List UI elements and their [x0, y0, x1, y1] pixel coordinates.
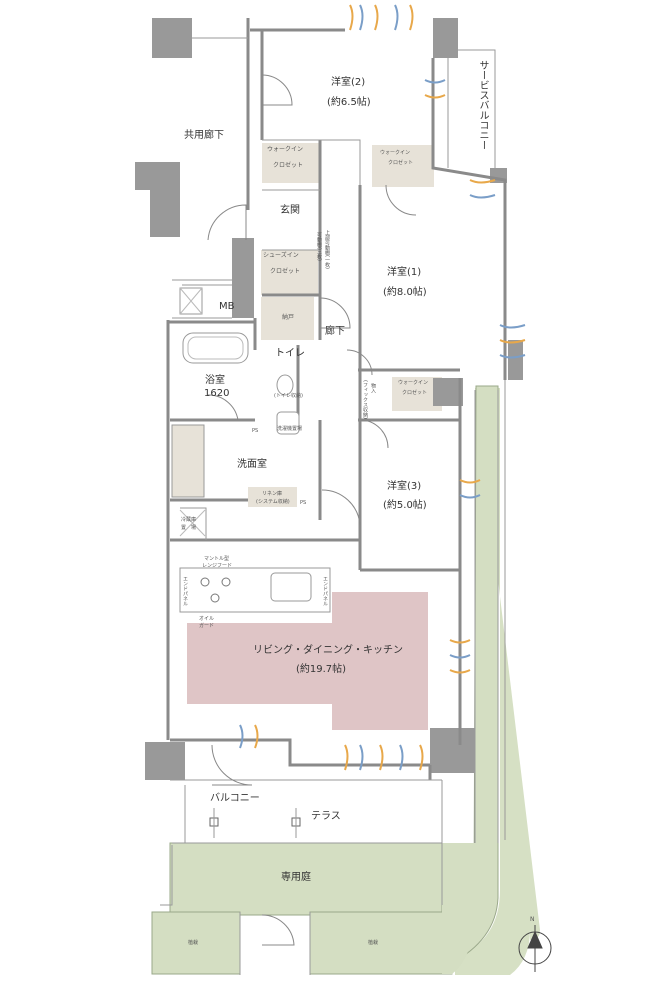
ps-label-2: PS [300, 500, 307, 506]
fridge-mark [179, 509, 206, 537]
sink [276, 411, 300, 435]
storage-fill [261, 297, 314, 340]
walkin-closet-3-line2: クロゼット [402, 390, 428, 396]
window-airflow-marks [239, 4, 526, 771]
oil-guard-line1: オイル [199, 616, 215, 622]
washroom-name: 洗面室 [237, 459, 267, 470]
mb-shaft [179, 287, 203, 315]
stove-burners [200, 577, 231, 603]
linen-line2: (システム収納) [256, 499, 290, 505]
linen-line1: リネン庫 [262, 491, 283, 497]
kitchen-sink [270, 572, 312, 602]
closet-storage-label: 物入 [370, 383, 376, 393]
upper-shelf2-label: 可動棚(三枚) [316, 232, 322, 261]
toilet-bowl [276, 374, 294, 396]
ps-label-1: PS [252, 428, 259, 434]
bathtub [182, 332, 249, 364]
hood-line2: レンジフード [202, 563, 233, 569]
vanity-counter [171, 424, 205, 498]
walkin-closet-1-line2: クロゼット [388, 160, 414, 166]
linen-fill [248, 487, 297, 507]
door-swings [207, 74, 417, 946]
ldk-size: (約19.7帖) [296, 664, 347, 675]
structural-columns [135, 18, 523, 780]
storage-name: 納戸 [282, 314, 295, 321]
walkin-closet-2-line1: ウォークイン [267, 146, 304, 153]
planting-left-label: 植栽 [188, 940, 199, 946]
garden-bottom-curve [442, 843, 476, 974]
thin-lines [160, 37, 506, 975]
entrance-name: 玄関 [280, 205, 300, 216]
fridge-line1: 冷蔵庫 [181, 517, 197, 523]
mb-label: MB [219, 301, 235, 312]
toilet-storage-label: (トイレ収納) [274, 393, 303, 399]
bedroom3-size: (約5.0帖) [383, 500, 427, 511]
private-garden-name: 専用庭 [281, 872, 311, 883]
bath-name: 浴室 [205, 375, 225, 386]
washer-label: 洗濯機置場 [277, 426, 303, 432]
fridge-line2: 置 場 [181, 525, 197, 531]
upper-shelf-label: 上部可動棚(一枚) [324, 230, 330, 269]
compass-symbol [518, 925, 552, 972]
bedroom1-size: (約8.0帖) [383, 287, 427, 298]
planting-right-box [309, 911, 453, 975]
hallway-name: 廊下 [325, 326, 345, 337]
balcony-name: バルコニー [210, 793, 260, 804]
common-corridor-name: 共用廊下 [184, 130, 224, 141]
bedroom2-name: 洋室(2) [331, 77, 366, 88]
shoes-closet-line2: クロゼット [270, 268, 301, 275]
closet-storage-sub: (フィックス収納) [362, 380, 368, 419]
walkin-closet-3-line1: ウォークイン [398, 380, 429, 386]
walkin-closet-1-line1: ウォークイン [380, 150, 411, 156]
bath-size: 1620 [204, 388, 230, 399]
bedroom2-size: (約6.5帖) [327, 97, 371, 108]
planting-right-label: 植栽 [368, 940, 379, 946]
ldk-floor-left [187, 623, 332, 704]
toilet-name: トイレ [275, 348, 305, 359]
garden-strip-right [455, 388, 540, 975]
end-panel-left: エンドパネル [182, 576, 188, 606]
shoes-closet-line1: シューズイン [263, 252, 299, 259]
walkin-closet-2-fill [262, 143, 320, 183]
planting-left-box [151, 911, 241, 975]
garden-main [169, 842, 443, 916]
ldk-name: リビング・ダイニング・キッチン [253, 645, 403, 656]
bedroom1-name: 洋室(1) [387, 267, 422, 278]
walkin-closet-2-line2: クロゼット [273, 162, 304, 169]
bedroom3-name: 洋室(3) [387, 481, 422, 492]
end-panel-right: エンドパネル [322, 576, 328, 606]
shoes-closet-fill [261, 250, 318, 295]
hood-line1: マントル型 [204, 556, 230, 562]
compass-north: N [530, 916, 535, 923]
oil-guard-line2: ガード [199, 623, 215, 629]
terrace-name: テラス [311, 811, 341, 822]
ldk-floor-right [332, 592, 428, 730]
service-balcony-name: サービスバルコニー [477, 60, 488, 150]
walkin-closet-1-fill [372, 145, 434, 187]
